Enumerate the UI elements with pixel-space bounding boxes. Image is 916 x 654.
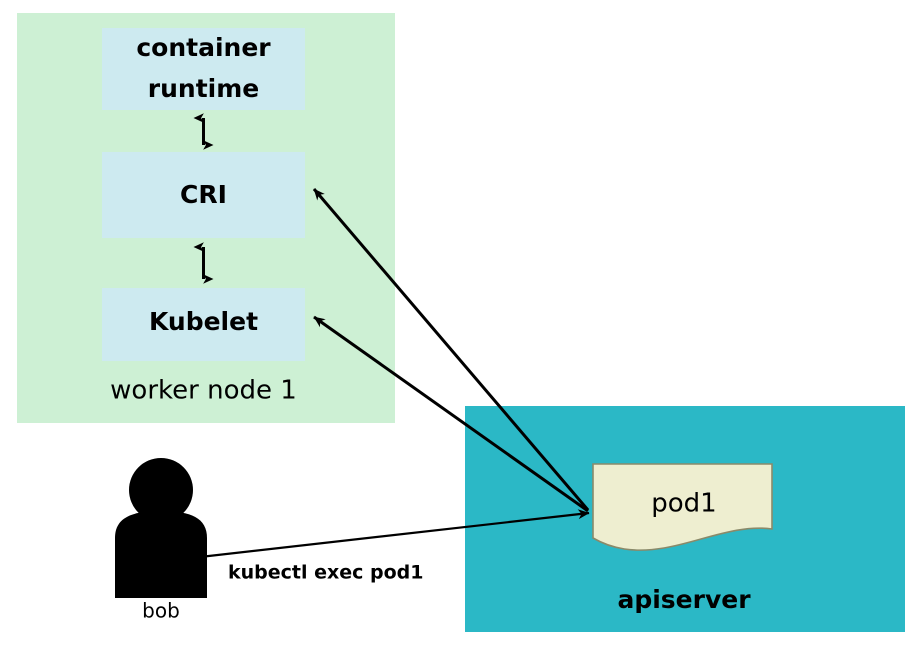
worker-node-label: worker node 1 [110,376,297,406]
actor-bob-label: bob [142,599,180,623]
worker-node-panel: container runtime CRI Kubelet worker n [17,13,395,423]
container-runtime-label-line2: runtime [148,74,259,103]
container-runtime-label-line1: container [136,33,271,62]
cri-box[interactable]: CRI [102,152,305,238]
connection-bob-to-pod1-label: kubectl exec pod1 [228,562,424,584]
pod1-label: pod1 [651,489,716,519]
apiserver-label: apiserver [617,585,751,614]
connection-lines: kubectl exec pod1 [199,188,590,584]
kubelet-box-rect[interactable] [102,288,305,361]
kubelet-label: Kubelet [149,307,258,336]
connection-pod1-to-kubelet [313,315,589,513]
pod1-note-shape[interactable] [592,463,773,551]
connection-bob-to-pod1 [199,509,590,559]
pod1-note[interactable]: pod1 [592,463,773,551]
kubelet-box[interactable]: Kubelet [102,288,305,361]
cri-box-rect[interactable] [102,152,305,238]
connection-pod1-to-cri [312,188,590,511]
container-runtime-box[interactable]: container runtime [102,28,305,110]
actor-bob[interactable]: bob [115,458,207,623]
container-runtime-box-rect[interactable] [102,28,305,110]
cri-label: CRI [180,180,227,209]
person-silhouette-body-icon [115,511,207,598]
person-silhouette-head-icon [129,458,193,522]
